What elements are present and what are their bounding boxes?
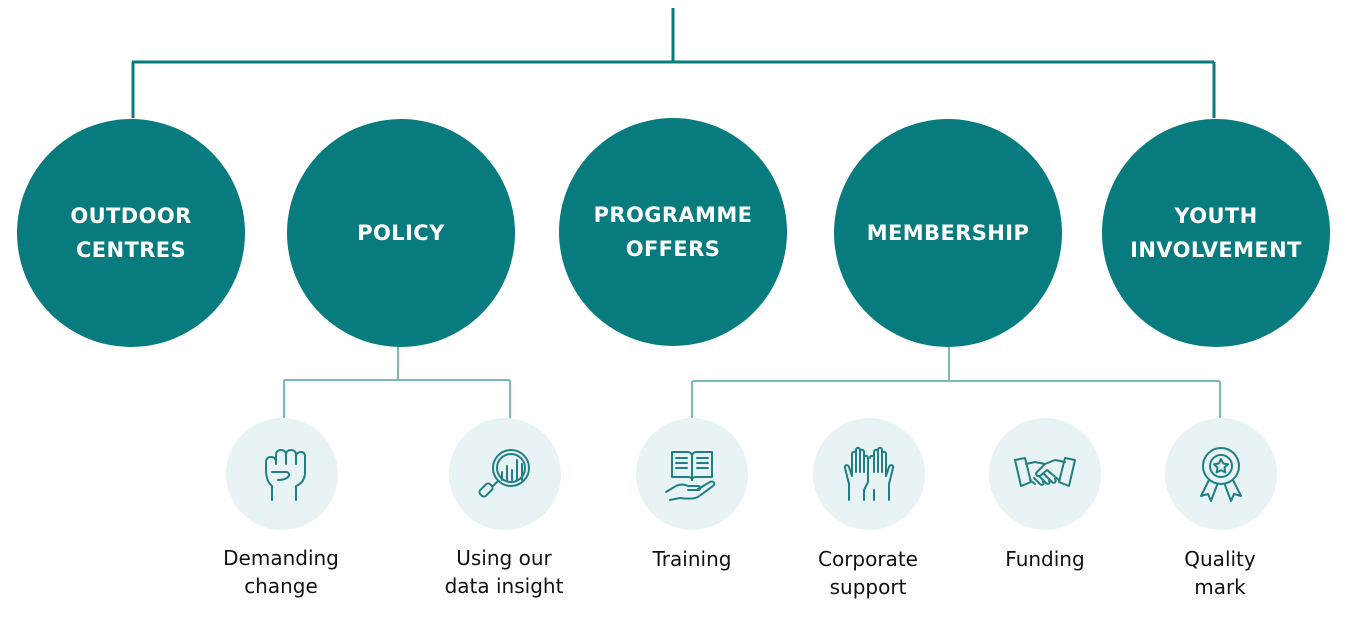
sub-item-funding [989, 418, 1101, 530]
raised-hands-icon [843, 446, 895, 501]
sub-item-training [636, 418, 748, 530]
category-label: YOUTH INVOLVEMENT [1130, 204, 1302, 262]
sub-item-label-funding: Funding [1005, 547, 1085, 571]
sub-item-demanding-change [226, 418, 338, 530]
sub-item-label-demanding-change: Demanding change [223, 546, 339, 598]
category-label: PROGRAMME OFFERS [593, 203, 753, 261]
sub-item-corporate-support [813, 418, 925, 530]
category-outdoor-centres: OUTDOOR CENTRES [17, 119, 245, 347]
book-in-hand-icon [665, 451, 716, 501]
handshake-icon [1014, 457, 1076, 487]
sub-item-label-using-our-data-insight: Using our data insight [444, 546, 564, 598]
magnifier-chart-icon [478, 449, 530, 498]
sub-item-label-quality-mark: Quality mark [1184, 547, 1256, 599]
sub-item-label-corporate-support: Corporate support [818, 547, 918, 599]
category-youth-involvement: YOUTH INVOLVEMENT [1102, 119, 1330, 347]
category-membership: MEMBERSHIP [834, 119, 1062, 347]
category-label: POLICY [357, 221, 445, 245]
category-label: OUTDOOR CENTRES [70, 204, 192, 262]
sub-item-label-training: Training [652, 547, 732, 571]
category-programme-offers: PROGRAMME OFFERS [559, 118, 787, 346]
sub-item-quality-mark [1165, 418, 1277, 530]
category-policy: POLICY [287, 119, 515, 347]
award-ribbon-icon [1200, 447, 1242, 502]
category-label: MEMBERSHIP [866, 221, 1030, 245]
sub-item-using-our-data-insight [449, 418, 561, 530]
raised-fist-icon [265, 449, 306, 501]
